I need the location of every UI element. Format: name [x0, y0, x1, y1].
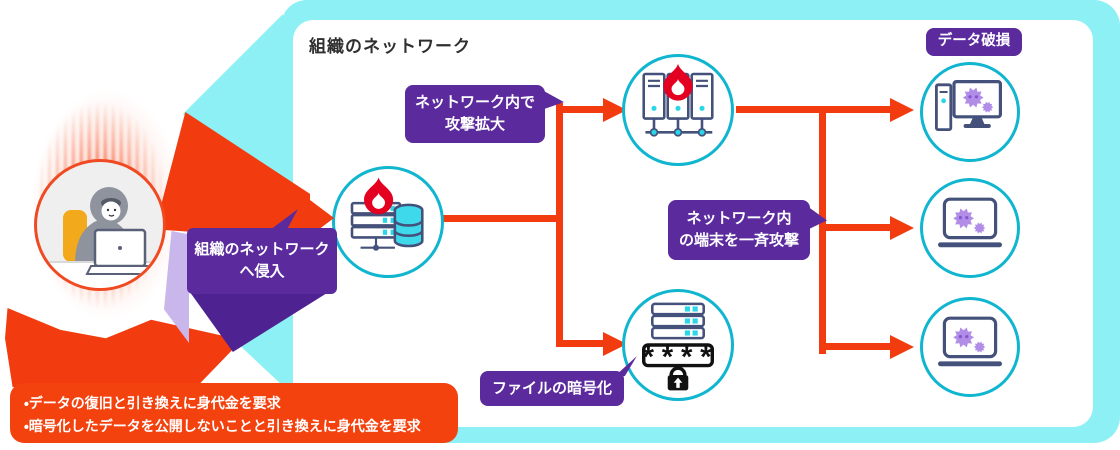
- virus-icon: [953, 208, 986, 234]
- infected-server-node: [332, 166, 444, 278]
- mass-attack-badge-line1: ネットワーク内: [686, 210, 792, 228]
- infected-desktop-icon: [935, 80, 1002, 131]
- laptop-icon: [85, 228, 155, 275]
- mass-attack-badge-line2: の端末を一斉攻撃: [678, 232, 799, 249]
- infected-server-icon: [350, 177, 424, 251]
- organization-network-box: 組織のネットワーク: [293, 20, 1093, 427]
- padlock-icon: [667, 366, 689, 391]
- spread-attack-badge: ネットワーク内で 攻撃拡大: [405, 85, 545, 143]
- hacker-icon: [41, 187, 159, 288]
- flow-line-to-encrypt: [561, 340, 605, 347]
- ransom-demand-item-2: ・暗号化したデータを公開しないことと引き換えに身代金を要求: [24, 417, 421, 434]
- flow-line-vertical-2: [819, 106, 826, 354]
- flow-arrowhead-terminal-3: [890, 335, 914, 359]
- data-corruption-badge-label: データ破損: [937, 33, 1011, 50]
- flame-icon: [364, 177, 394, 215]
- flame-icon: [663, 63, 693, 101]
- infected-laptop-icon: [938, 316, 1002, 367]
- infected-laptop-node-1: [920, 178, 1020, 278]
- spread-badge-line2: 攻撃拡大: [444, 116, 505, 133]
- intrusion-badge-line2: へ侵入: [239, 263, 285, 280]
- flow-line-to-cluster: [561, 106, 605, 113]
- infected-laptop-node-2: [920, 297, 1020, 397]
- intrusion-badge-line1: 組織のネットワーク: [194, 241, 330, 259]
- flow-line-terminal-2: [824, 224, 892, 231]
- infected-laptop-icon: [938, 197, 1002, 248]
- virus-icon: [953, 327, 986, 353]
- network-box-title: 組織のネットワーク: [309, 37, 471, 56]
- mass-attack-badge: ネットワーク内 の端末を一斉攻撃: [668, 200, 810, 260]
- password-mask-text: ****: [640, 343, 717, 376]
- flow-arrowhead-terminal-2: [890, 216, 914, 240]
- spread-badge-line1: ネットワーク内で: [414, 94, 535, 112]
- virus-icon: [962, 87, 994, 113]
- file-encryption-badge-label: ファイルの暗号化: [491, 379, 612, 397]
- flow-line-vertical-1: [556, 103, 563, 347]
- intrusion-badge: 組織のネットワーク へ侵入: [187, 228, 337, 294]
- ransom-demands-box: ・データの復旧と引き換えに身代金を要求 ・暗号化したデータを公開しないことと引き…: [10, 383, 458, 443]
- infected-desktop-node: [920, 62, 1020, 162]
- flow-line-terminal-1: [824, 106, 892, 113]
- ransom-demand-item-1: ・データの復旧と引き換えに身代金を要求: [24, 395, 281, 411]
- flow-line-terminal-3: [824, 343, 892, 350]
- server-cluster-node: [622, 54, 734, 166]
- flow-line-center: [443, 215, 561, 222]
- flow-line-cluster-out: [736, 106, 826, 113]
- flow-arrowhead-terminal-1: [890, 98, 914, 122]
- server-cluster-icon: [642, 63, 714, 137]
- encrypted-server-icon: ****: [640, 302, 717, 391]
- file-encryption-badge: ファイルの暗号化: [480, 371, 624, 406]
- attacker-node: [34, 159, 166, 291]
- encrypted-files-node: ****: [622, 289, 734, 401]
- data-corruption-badge: データ破損: [926, 28, 1022, 56]
- password-field: [642, 343, 714, 368]
